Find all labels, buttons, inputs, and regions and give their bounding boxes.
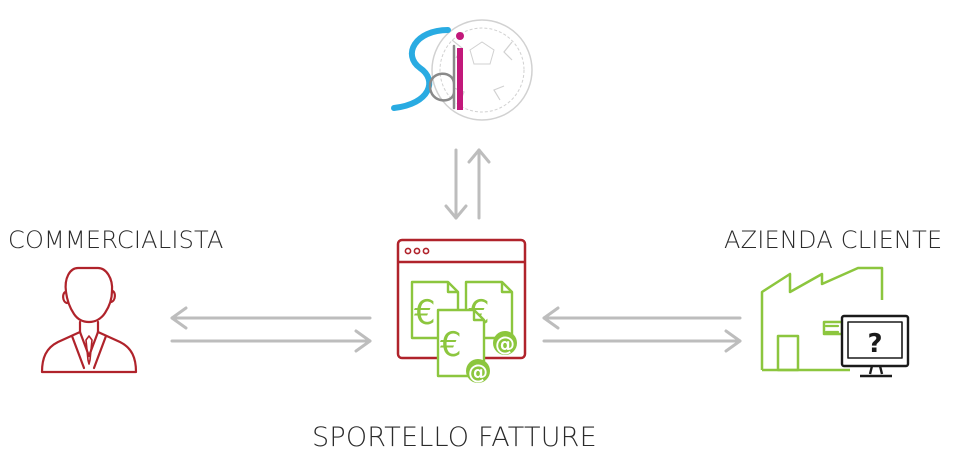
right-arrows bbox=[542, 306, 742, 353]
arrow-to-commercialista bbox=[170, 306, 372, 330]
factory-building bbox=[760, 266, 884, 372]
arrow-to-sportello-from-right bbox=[542, 306, 742, 330]
email-badge-1 bbox=[493, 331, 517, 355]
arrow-up-to-sdi bbox=[467, 148, 491, 220]
window-dot-1 bbox=[404, 247, 412, 255]
emblem-watermark bbox=[431, 19, 533, 121]
azienda-cliente-label: AZIENDA CLIENTE bbox=[724, 226, 943, 254]
logo-s-swoosh bbox=[391, 27, 451, 111]
logo-d-shape bbox=[428, 44, 456, 110]
commercialista-label: COMMERCIALISTA bbox=[8, 226, 224, 254]
factory-computer-icon: ? bbox=[760, 266, 910, 378]
speed-lines bbox=[824, 324, 840, 334]
email-symbol-2: @ bbox=[468, 360, 488, 384]
arrow-to-azienda bbox=[542, 329, 742, 353]
euro-symbol-1: € bbox=[414, 293, 436, 333]
sportello-fatture-label: SPORTELLO FATTURE bbox=[312, 422, 597, 453]
invoice-doc-3 bbox=[436, 308, 486, 378]
invoice-window-icon: € € € @ @ bbox=[396, 238, 527, 384]
sdi-logo bbox=[391, 19, 533, 121]
businessman-icon bbox=[40, 266, 138, 374]
logo-i-stem bbox=[457, 48, 463, 110]
logo-i-dot bbox=[456, 32, 464, 40]
window-dot-3 bbox=[422, 247, 430, 255]
left-arrows bbox=[170, 306, 372, 353]
monitor bbox=[840, 314, 910, 378]
email-symbol-1: @ bbox=[495, 332, 515, 356]
question-mark: ? bbox=[867, 329, 882, 359]
arrow-down-to-sportello bbox=[444, 148, 468, 220]
vertical-arrows bbox=[444, 148, 491, 220]
email-badge-2 bbox=[466, 359, 490, 383]
euro-symbol-3: € bbox=[440, 325, 462, 365]
arrow-to-sportello-from-left bbox=[170, 329, 372, 353]
window-dot-2 bbox=[413, 247, 421, 255]
